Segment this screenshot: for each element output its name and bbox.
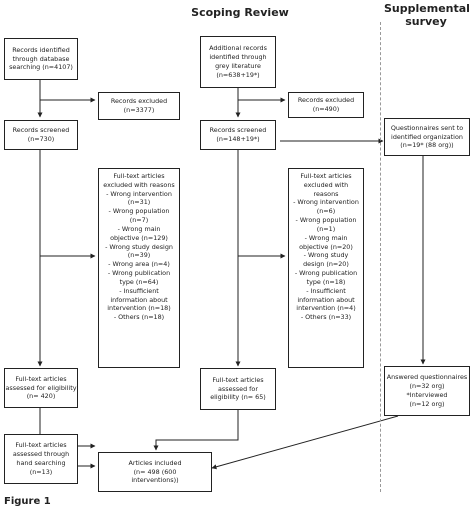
box-line: information about (110, 295, 168, 304)
box-line: - Others (n=33) (300, 313, 352, 322)
box-line: - Wrong publication (107, 269, 171, 278)
box-line: - Wrong area (n=4) (108, 260, 170, 269)
figure-caption: Figure 1 (4, 496, 51, 507)
box-line: - Wrong publication (294, 269, 358, 278)
box-db-records-excluded: Records excluded(n=3377) (98, 92, 180, 120)
box-line: type (n=18) (306, 277, 346, 286)
box-line: - Wrong population (295, 216, 357, 225)
box-grey-records-excluded: Records excluded(n=490) (288, 92, 364, 118)
box-line: assessed through (12, 450, 70, 459)
box-line: *Interviewed (406, 391, 448, 399)
box-line: Questionnaires sent to (390, 123, 464, 132)
box-line: - Wrong study (303, 251, 349, 260)
box-line: objective (n=20) (299, 242, 353, 251)
box-line: searching (n=4107) (9, 63, 73, 72)
box-line: - Wrong intervention (106, 189, 172, 198)
box-line: Full-text articles (15, 374, 67, 383)
box-line: (n= 498 (600 (133, 467, 177, 476)
box-line: (n=13) (29, 467, 53, 476)
box-line: Full-text articles (113, 172, 165, 180)
box-line: Full-text articles (15, 441, 67, 450)
box-line: - Others (n=18) (113, 313, 165, 322)
box-line: excluded with (303, 180, 349, 189)
box-line: identified organization (391, 132, 463, 141)
arrow-grey-assessed-to-included (153, 410, 239, 451)
box-line: Records identified (12, 45, 70, 54)
box-line: Answered questionnaires (386, 373, 468, 382)
box-line: Records excluded (110, 97, 168, 106)
box-line: Records screened (209, 126, 267, 135)
box-line: Records screened (12, 126, 70, 135)
box-line: design (n=20) (303, 260, 349, 269)
box-line: identified through (209, 53, 267, 62)
scoping-review-header: Scoping Review (191, 6, 289, 19)
box-line: Full-text articles (212, 375, 264, 384)
box-line: (n=3377) (123, 106, 155, 114)
box-line: - Wrong population (108, 207, 170, 216)
box-line: (n=32 org) (409, 382, 445, 391)
box-line: intervention (n=4) (296, 304, 356, 313)
box-line: (n=1) (316, 224, 336, 233)
box-line: hand searching (16, 459, 66, 467)
box-line: (n=7) (129, 216, 149, 225)
box-line: (n=12 org) (409, 399, 445, 408)
box-line: Records excluded (297, 96, 355, 105)
supplemental-survey-header: Supplemental survey (384, 2, 470, 28)
box-grey-records-screened: Records screened(n=148+19*) (200, 120, 276, 150)
box-answered-questionnaires: Answered questionnaires(n=32 org)*Interv… (384, 366, 470, 416)
box-line: - Wrong main (117, 224, 161, 233)
box-line: Full-text articles (300, 172, 352, 180)
box-line: information about (297, 295, 355, 304)
box-line: type (n=64) (119, 277, 159, 286)
box-db-records-screened: Records screened(n=730) (4, 120, 78, 150)
box-line: (n=638+19*) (216, 70, 260, 79)
box-line: interventions)) (131, 476, 179, 485)
section-separator (380, 22, 381, 492)
box-line: grey literature (215, 62, 261, 70)
arrow-answered-to-included (211, 415, 399, 470)
box-line: - Wrong study design (105, 242, 173, 251)
box-line: (n=730) (27, 135, 55, 143)
box-line: Articles included (128, 458, 182, 467)
box-line: - Insufficient (119, 286, 159, 295)
box-line: through database (12, 54, 70, 63)
box-line: objective (n=129) (110, 233, 168, 242)
box-line: Additional records (209, 44, 267, 53)
box-line: reasons (313, 189, 339, 198)
box-line: excluded with reasons (103, 180, 175, 189)
box-line: intervention (n=18) (107, 304, 171, 313)
box-line: (n=490) (312, 105, 340, 113)
box-line: (n= 420) (26, 392, 56, 401)
box-line: (n=148+19*) (216, 135, 260, 143)
box-line: (n=31) (127, 198, 151, 207)
box-line: - Wrong intervention (293, 198, 359, 207)
box-line: (n=19* (88 org)) (400, 141, 454, 150)
box-line: (n=39) (127, 251, 151, 260)
box-line: (n=6) (316, 207, 336, 216)
box-line: assessed for eligibility (5, 383, 77, 392)
box-line: - Wrong main (304, 233, 348, 242)
box-line: eligibility (n= 65) (210, 393, 266, 402)
box-line: assessed for (218, 384, 258, 393)
box-line: - Insufficient (306, 286, 346, 295)
